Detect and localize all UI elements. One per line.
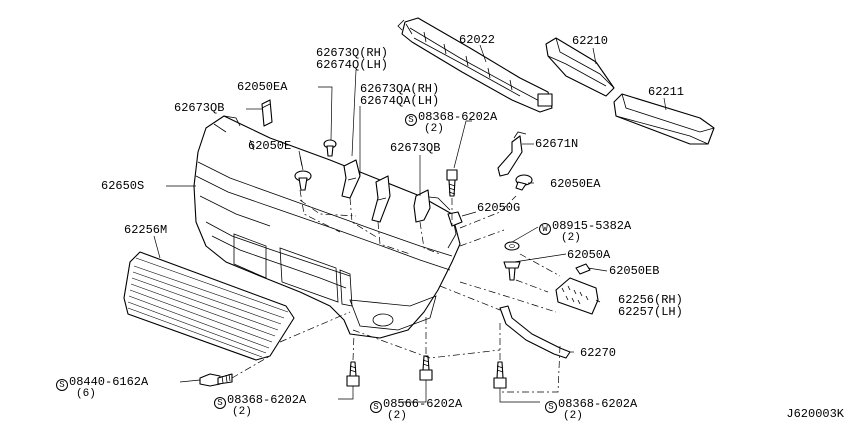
label-62673QA: 62673QA(RH) [360, 82, 440, 96]
screw-08368-top [446, 169, 458, 197]
leader-lines [153, 44, 667, 403]
nut-62050G [447, 211, 463, 227]
label-08368-bl-number: 08368-6202A [227, 393, 307, 407]
qty-08368-bl: (2) [232, 406, 252, 418]
label-08566-number: 08566-6202A [383, 397, 463, 411]
clip-62050EA-right [515, 174, 533, 191]
label-62050EA-right: 62050EA [550, 177, 601, 191]
screw-08440 [199, 373, 233, 387]
screw-08368-br [493, 361, 507, 389]
label-08915-number: 08915-5382A [552, 219, 632, 233]
label-62257: 62257(LH) [618, 305, 683, 319]
qty-08368-br: (2) [563, 410, 583, 422]
label-62210: 62210 [572, 34, 609, 48]
qty-08915: (2) [561, 232, 581, 244]
bracket-62673QB-left [261, 99, 273, 127]
w-symbol-icon: W [539, 223, 551, 235]
reinforcement-62022 [397, 17, 553, 113]
label-62256M: 62256M [124, 223, 168, 237]
clip-62050EB [575, 263, 591, 275]
label-62673Q: 62673Q(RH) [316, 46, 389, 60]
label-08368-top-number: 08368-6202A [418, 110, 498, 124]
label-62211: 62211 [648, 85, 685, 99]
label-62022: 62022 [459, 33, 496, 47]
label-08440-number: 08440-6162A [69, 375, 149, 389]
label-62050G: 62050G [477, 201, 521, 215]
label-62674Q: 62674Q(LH) [316, 58, 389, 72]
absorber-62210 [545, 37, 615, 97]
grille-62256M [123, 251, 295, 361]
bracket-62673QB-mid [413, 189, 431, 223]
label-62050EA-top: 62050EA [237, 80, 288, 94]
s-symbol-icon: S [370, 401, 382, 413]
plate-62256 [555, 277, 599, 315]
washer-08915 [504, 241, 520, 251]
label-62050EB: 62050EB [609, 264, 660, 278]
s-symbol-icon: S [545, 401, 557, 413]
screw-08368-bl [346, 361, 360, 387]
label-62673QB-left: 62673QB [174, 101, 225, 115]
qty-08440: (6) [76, 388, 96, 400]
s-symbol-icon: S [214, 397, 226, 409]
s-symbol-icon: S [56, 379, 68, 391]
label-62671N: 62671N [535, 137, 579, 151]
bracket-62671N [497, 131, 527, 177]
clip-62050A [503, 261, 521, 281]
label-62270: 62270 [580, 346, 617, 360]
label-08368-br-number: 08368-6202A [558, 397, 638, 411]
label-62673QB-mid: 62673QB [390, 141, 441, 155]
qty-08368-top: (2) [424, 123, 444, 135]
qty-08566: (2) [387, 410, 407, 422]
diagram-reference-code: J620003K [786, 407, 844, 421]
bracket-62673QA [371, 175, 391, 223]
clip-62050EA-top [323, 139, 337, 157]
label-62050E: 62050E [248, 139, 292, 153]
clip-62050E [294, 170, 312, 191]
label-62050A: 62050A [567, 248, 611, 262]
s-symbol-icon: S [405, 114, 417, 126]
label-62674QA: 62674QA(LH) [360, 94, 440, 108]
assembly-lines [231, 189, 561, 393]
label-62650S: 62650S [101, 179, 145, 193]
screw-08566 [419, 355, 433, 381]
label-62256: 62256(RH) [618, 293, 683, 307]
absorber-62211 [613, 93, 715, 145]
